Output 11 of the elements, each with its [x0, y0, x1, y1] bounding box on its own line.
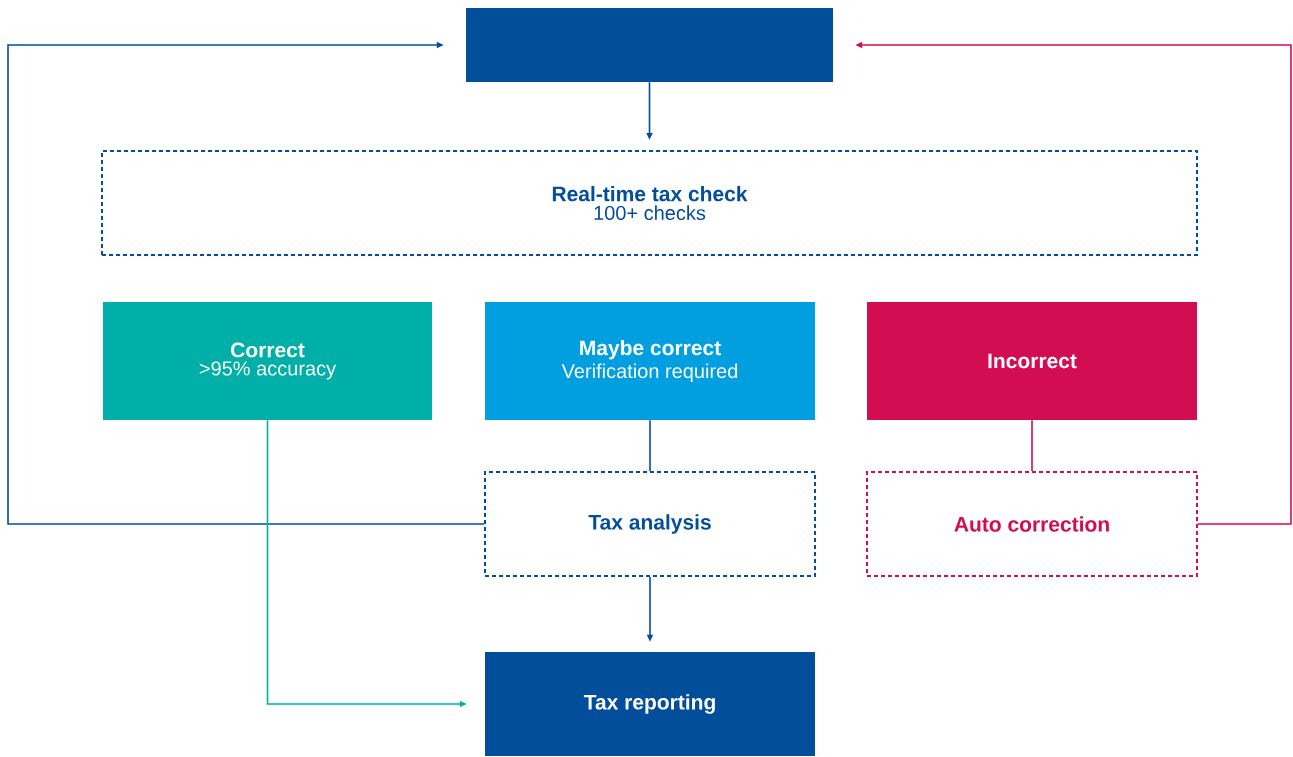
process-box: Incorrect [867, 302, 1197, 420]
connector-line [649, 419, 651, 472]
dashed-box: Auto correction [866, 471, 1198, 577]
connector-line [1031, 419, 1033, 472]
process-box: Tax reporting [485, 652, 815, 756]
arrow [7, 41, 485, 525]
process-box: Correct >95% accuracy [103, 302, 432, 420]
dashed-box: Real-time tax check 100+ checks [101, 150, 1198, 256]
process-box: Maybe correct Verification required [485, 302, 815, 420]
empty-box [466, 8, 833, 82]
dashed-box: Tax analysis [484, 471, 816, 577]
